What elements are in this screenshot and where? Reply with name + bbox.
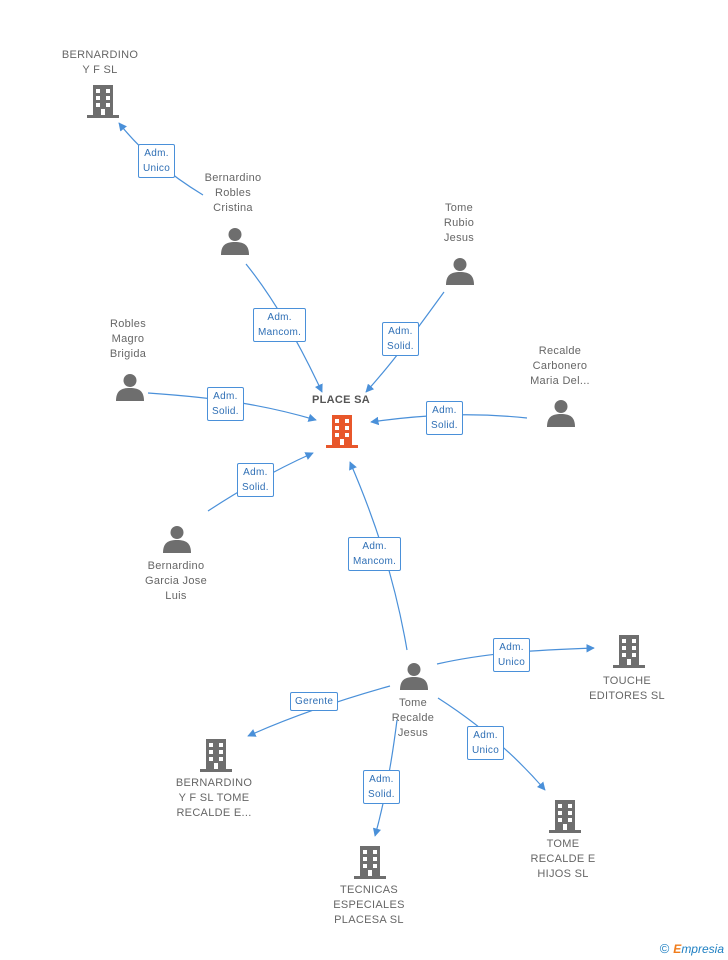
person-icon[interactable]: [221, 227, 249, 255]
relation-badge[interactable]: Gerente: [290, 692, 339, 711]
relation-badge[interactable]: Adm.Solid.: [426, 401, 463, 435]
building-icon[interactable]: [613, 634, 645, 668]
building-icon[interactable]: [354, 845, 386, 879]
person-icon[interactable]: [446, 257, 474, 285]
person-icon[interactable]: [116, 373, 144, 401]
relation-badge[interactable]: Adm.Mancom.: [253, 308, 307, 342]
person-icon[interactable]: [547, 399, 575, 427]
person-icon[interactable]: [400, 662, 428, 690]
relation-badge[interactable]: Adm.Unico: [493, 638, 531, 672]
relation-badge[interactable]: Adm.Solid.: [207, 387, 244, 421]
building-icon[interactable]: [87, 84, 119, 118]
relation-badge[interactable]: Adm.Solid.: [382, 322, 419, 356]
relation-badge[interactable]: Adm.Solid.: [363, 770, 400, 804]
brand-logo[interactable]: ©Empresia: [659, 941, 724, 956]
building-icon[interactable]: [549, 799, 581, 833]
relation-badge[interactable]: Adm.Solid.: [237, 463, 274, 497]
copyright-icon: ©: [659, 941, 670, 956]
building-icon[interactable]: [200, 738, 232, 772]
relation-badge[interactable]: Adm.Unico: [467, 726, 505, 760]
relation-badge[interactable]: Adm.Mancom.: [348, 537, 402, 571]
relation-badge[interactable]: Adm.Unico: [138, 144, 176, 178]
person-icon[interactable]: [163, 525, 191, 553]
node-label-place-sa: PLACE SA: [311, 394, 371, 406]
building-icon[interactable]: [326, 414, 358, 448]
